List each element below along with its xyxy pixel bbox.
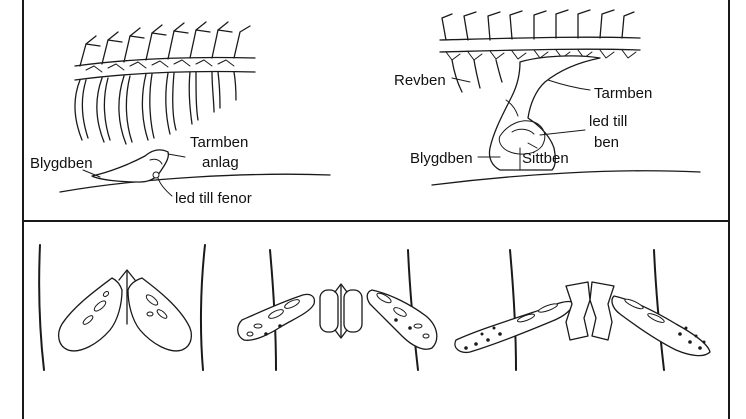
label-femur-joint: led till fenor xyxy=(175,190,252,207)
leader-lines xyxy=(451,77,591,158)
label-ribs: Revben xyxy=(394,72,446,89)
pelvis xyxy=(488,55,601,171)
label-ischium: Sittben xyxy=(522,150,569,167)
ribs xyxy=(451,59,503,93)
fin-holes-right xyxy=(376,292,430,339)
pelvis-piece-left xyxy=(319,289,339,333)
label-ilium-bud-line2: anlag xyxy=(202,154,239,171)
leg-holes-left xyxy=(464,303,558,350)
label-ilium: Tarmben xyxy=(594,85,652,102)
label-leg-joint-line2: ben xyxy=(594,134,619,151)
leg-bone-right xyxy=(611,295,711,357)
leader-lines xyxy=(82,153,186,197)
body-wall-right xyxy=(653,249,665,371)
pelvis-half-right xyxy=(589,281,615,341)
body-outline xyxy=(431,170,701,186)
arrow-up-icon xyxy=(118,269,136,325)
bottom-panel-3 xyxy=(454,249,711,371)
top-left-panel: Blygdben Tarmben anlag led till fenor xyxy=(30,21,331,207)
pelvis-bone-left xyxy=(57,277,123,352)
bottom-panel-2 xyxy=(237,249,438,371)
bottom-panel-1 xyxy=(38,244,206,371)
body-wall-left xyxy=(38,244,45,371)
ribs xyxy=(74,71,237,145)
frame-lines xyxy=(22,0,730,419)
label-ilium-bud-line1: Tarmben xyxy=(190,134,248,151)
leg-holes-right xyxy=(624,298,706,350)
pelvis-half-left xyxy=(565,281,591,341)
fin-holes-left xyxy=(246,299,300,337)
label-leg-joint-line1: led till xyxy=(589,113,627,130)
bone-perforations xyxy=(82,291,168,325)
body-wall-left xyxy=(509,249,517,371)
fin-bone-right xyxy=(366,289,438,350)
vertebral-column xyxy=(74,21,256,81)
pelvis-rudiment xyxy=(91,149,170,183)
compress-arrow-icon xyxy=(334,283,348,339)
top-right-panel: Revben Tarmben led till ben Blygdben Sit… xyxy=(394,9,701,186)
pelvis-piece-right xyxy=(343,289,363,333)
body-wall-right xyxy=(199,244,206,371)
label-pubis: Blygdben xyxy=(30,155,93,172)
vertebral-column xyxy=(439,9,641,61)
leg-bone-left xyxy=(454,300,573,354)
label-pubis: Blygdben xyxy=(410,150,473,167)
body-outline xyxy=(59,173,331,193)
